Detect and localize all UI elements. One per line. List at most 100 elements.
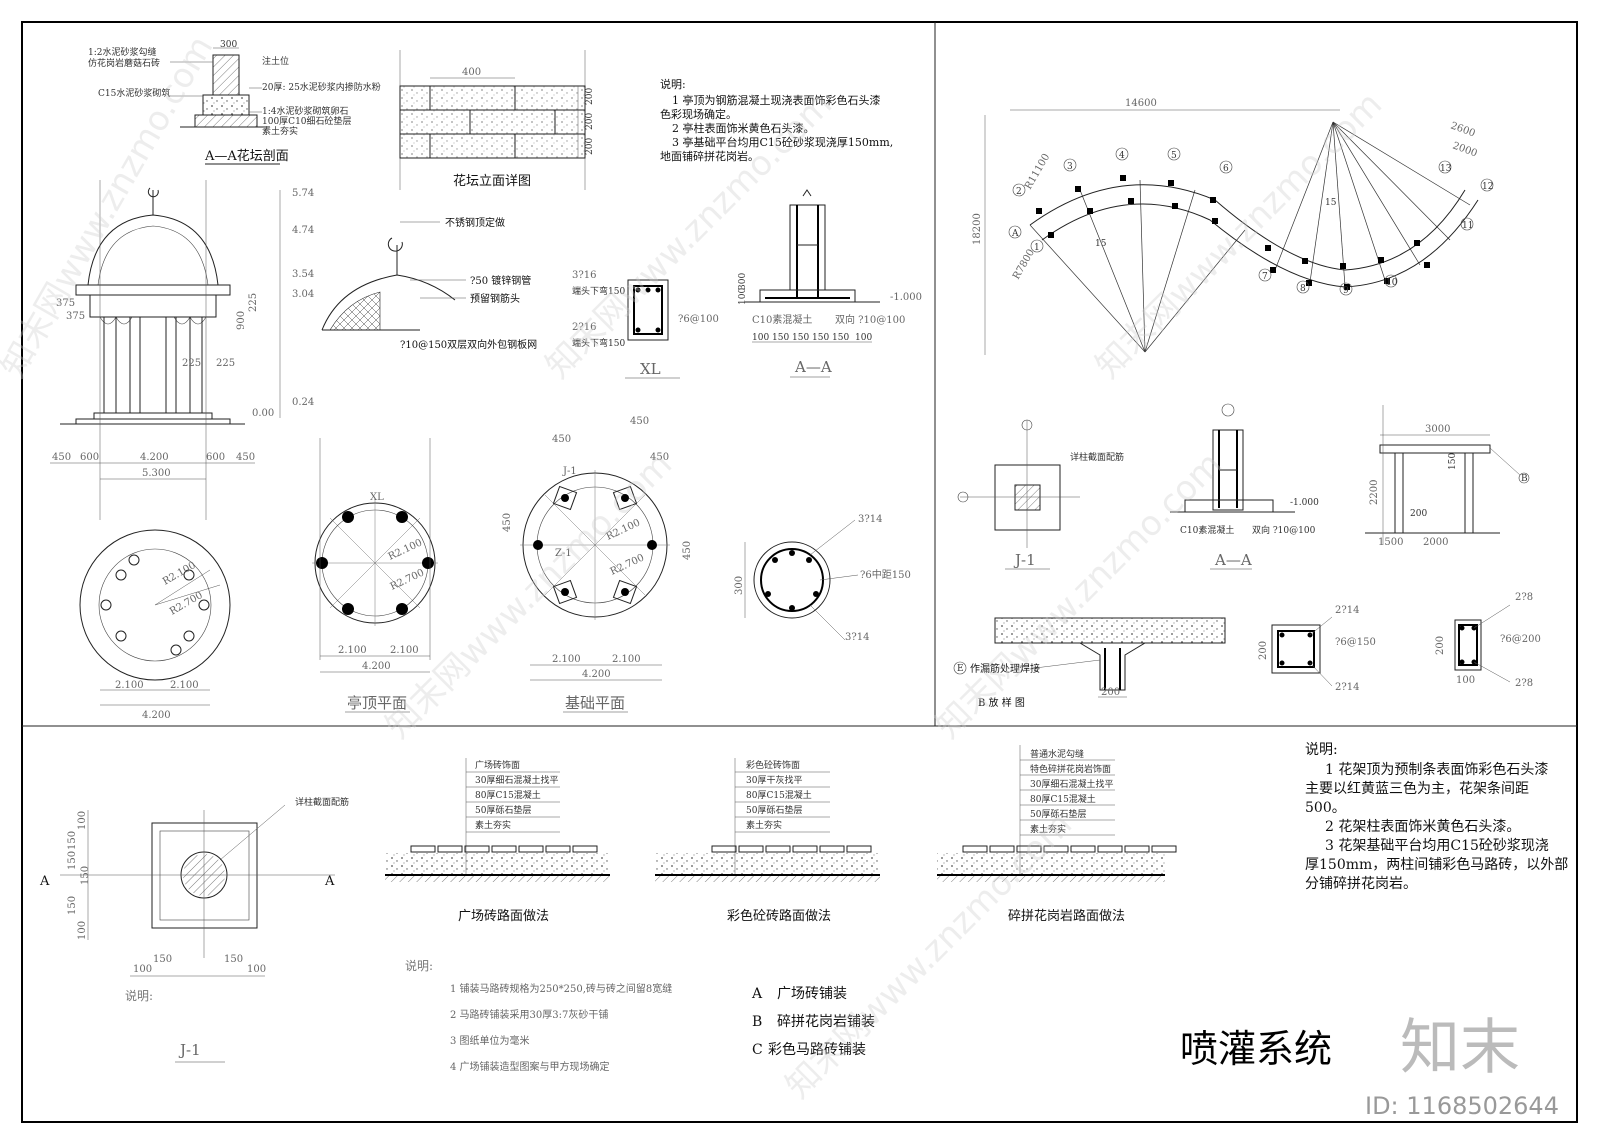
dome-label: ?10@150双层双向外包钢板网 xyxy=(400,338,537,351)
xl-label: 2?16 xyxy=(572,322,596,333)
pavilion-dim-h: 4.200 xyxy=(140,452,169,463)
paving-section-3: 普通水泥勾缝 特色碎拼花岗岩饰面 30厚细石混凝土找平 80厚C15混凝土 50… xyxy=(937,745,1177,924)
frame-dim: 3000 xyxy=(1425,424,1450,435)
pavilion-dim-v: 900 xyxy=(236,311,247,330)
roof-dim: 2.100 xyxy=(390,645,419,656)
dome-detail: 不锈钢顶定做 ?50 镀锌钢管 预留钢筋头 ?10@150双层双向外包钢板网 xyxy=(321,216,537,351)
rebar2-label: ?6@200 xyxy=(1500,634,1541,645)
watermark-layer: 知末网www.znzmo.com 知末网www.znzmo.com 知末网www… xyxy=(0,29,1390,1106)
footing-dim-v: 100 xyxy=(77,811,88,830)
pergola-axis-number: 6 xyxy=(1223,164,1229,174)
footing-dim-h: 150 xyxy=(224,954,243,965)
paving2-layer: 50厚砾石垫层 xyxy=(746,804,802,816)
footing-dim-v: 100 xyxy=(77,921,88,940)
rebar2-dim: 200 xyxy=(1435,636,1446,655)
aa-dim: 100 xyxy=(752,333,769,343)
paving-section-1: 广场砖饰面 30厚细石混凝土找平 80厚C15混凝土 50厚砾石垫层 素土夯实 … xyxy=(385,758,610,924)
rebar1-label: ?6@150 xyxy=(1335,637,1376,648)
base-dim: 4.200 xyxy=(142,710,171,721)
column-section: 3?14 ?6中距150 3?14 300 xyxy=(734,514,911,643)
footing-dim-v: 150 xyxy=(67,851,78,870)
paving3-layer: 50厚砾石垫层 xyxy=(1030,808,1086,820)
column-label: 300 xyxy=(734,576,745,595)
paving2-layer: 30厚干灰找平 xyxy=(746,774,802,786)
pavilion-level: 4.74 xyxy=(292,225,314,236)
legend-key: C xyxy=(752,1042,763,1058)
pergola-axis-number: 9 xyxy=(1343,286,1349,296)
pergola-frame-elevation: 3000 2200 1500 2000 200 150 B xyxy=(1365,405,1530,548)
xl-section: 3?16 端头下弯150 2?16 端头下弯150 ?6@100 XL xyxy=(572,270,719,379)
watermark-text: 知末网www.znzmo.com xyxy=(0,29,221,384)
pavilion-aa-section: C10素混凝土 双向 ?10@100 -1.000 100 150 150 15… xyxy=(738,189,922,378)
dome-label: ?50 镀锌钢管 xyxy=(470,274,531,287)
base-radius: R2.100 xyxy=(161,560,198,588)
foundation-dim: 4.200 xyxy=(582,669,611,680)
roof-label: XL xyxy=(370,492,384,503)
pavilion-notes: 说明: 1 亭顶为钢筋混凝土现浇表面饰彩色石头漆 色彩现场确定。 2 亭柱表面饰… xyxy=(660,77,893,163)
pergola-axis-number: 8 xyxy=(1300,284,1306,294)
footing-section-mark: A xyxy=(39,874,50,889)
base-dim: 2.100 xyxy=(115,680,144,691)
roof-columns xyxy=(316,511,434,615)
paving-notes-heading: 说明: xyxy=(405,958,433,973)
flower-bed-elevation: 400 200 200 200 花坛立面详图 xyxy=(399,50,595,190)
drawing-title: 喷灌系统 xyxy=(1180,1027,1332,1071)
roof-plan: XL R2.100 R2.700 2.100 2.100 4.200 亭顶平面 xyxy=(312,438,438,713)
flower-bed-dim-300: 300 xyxy=(220,40,237,50)
xl-label: 3?16 xyxy=(572,270,596,281)
pavilion-dim-h: 600 xyxy=(206,452,225,463)
pergola-inner-arc xyxy=(1041,199,1479,288)
pavilion-dim-v: 375 xyxy=(56,298,75,309)
base-column-dots xyxy=(100,554,210,656)
column-label: ?6中距150 xyxy=(860,568,911,581)
image-id-label: ID: 1168502644 xyxy=(1365,1092,1559,1120)
pergola-note-line: 3 花架基础平台均用C15砼砂浆现浇 xyxy=(1325,837,1549,854)
legend-text: 碎拼花岗岩铺装 xyxy=(777,1014,875,1030)
pergola-column-dots xyxy=(1036,175,1430,290)
flower-bed-base xyxy=(194,114,258,128)
pavilion-level: 3.04 xyxy=(292,289,314,300)
flower-bed-dim-right: 200 xyxy=(585,113,595,130)
flower-bed-dim-right: 200 xyxy=(585,88,595,105)
aa-label: C10素混凝土 xyxy=(752,313,812,326)
frame-dim: 200 xyxy=(1410,509,1427,519)
pavilion-dim-h: 450 xyxy=(52,452,71,463)
pergola-aa-detail: C10素混凝土 双向 ?10@100 -1.000 A—A xyxy=(1170,403,1319,570)
aa-dim-v: 100 xyxy=(738,288,748,305)
footing-j1-title: J-1 xyxy=(178,1041,201,1059)
aa-dim: 150 xyxy=(832,333,849,343)
rebar2-label: 2?8 xyxy=(1515,678,1533,689)
flower-bed-label: 仿花岗岩蘑菇石砖 xyxy=(88,57,160,69)
pergola-dim: R11100 xyxy=(1023,152,1052,192)
pavilion-level: 3.54 xyxy=(292,269,314,280)
rebar-section-200: 2?14 ?6@150 2?14 200 xyxy=(1258,605,1376,693)
frame-dim: 1500 xyxy=(1378,537,1403,548)
column-label: 3?14 xyxy=(845,632,869,643)
flower-bed-wall xyxy=(212,54,240,96)
pavilion-dome xyxy=(87,214,219,286)
pavilion-level: 5.74 xyxy=(292,188,314,199)
rebar1-dim: 200 xyxy=(1258,641,1269,660)
pavilion-note-line: 2 亭柱表面饰米黄色石头漆。 xyxy=(672,121,815,135)
pergola-spacing: 15 xyxy=(1325,198,1337,208)
pergola-j1-detail: 详柱截面配筋 J-1 xyxy=(957,419,1124,570)
roof-label: R2.100 xyxy=(387,537,424,562)
pavilion-elevation: 5.74 4.74 3.54 3.04 0.24 0.00 375 375 22… xyxy=(50,180,314,520)
frame-tag: B xyxy=(1521,474,1528,484)
brand-logo: 知末 xyxy=(1400,1013,1520,1083)
paving3-title: 碎拼花岗岩路面做法 xyxy=(1008,908,1125,924)
foundation-label: R2.700 xyxy=(609,552,646,577)
flower-bed-label: 素土夯实 xyxy=(262,125,298,137)
paving3-layer: 普通水泥勾缝 xyxy=(1030,748,1084,760)
paving-note-line: 1 铺装马路砖规格为250*250,砖与砖之间留8宽缝 xyxy=(450,982,672,995)
pergola-j1-title: J-1 xyxy=(1013,551,1036,569)
dome-label: 不锈钢顶定做 xyxy=(445,216,505,229)
paving1-layer: 素土夯实 xyxy=(475,819,511,831)
pavilion-level: 0.00 xyxy=(252,408,274,419)
xl-label: 端头下弯150 xyxy=(572,337,625,349)
paving-notes-heading-left: 说明: xyxy=(125,988,153,1003)
pergola-dim: 14600 xyxy=(1125,98,1157,109)
paving3-layer: 素土夯实 xyxy=(1030,823,1066,835)
footing-dim-h: 150 xyxy=(153,954,172,965)
footing-dim-h: 100 xyxy=(247,964,266,975)
